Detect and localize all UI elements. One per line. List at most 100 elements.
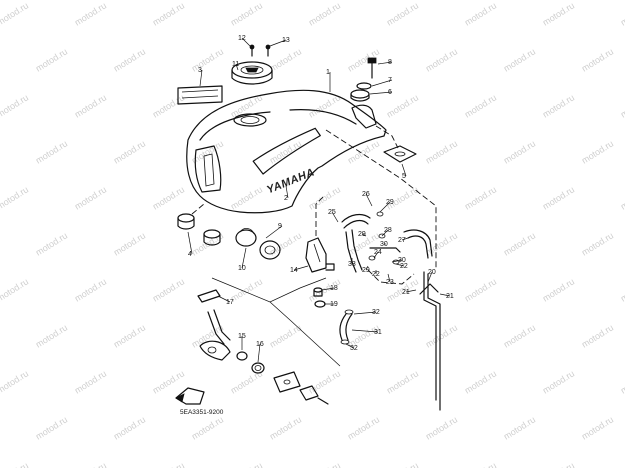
callout-label: 32 (350, 345, 358, 352)
callout-label: 31 (374, 329, 382, 336)
leader-line (377, 61, 393, 65)
watermark-text: motod.ru (34, 414, 69, 441)
watermark-text: motod.ru (151, 184, 186, 211)
watermark-text: motod.ru (190, 46, 225, 73)
watermark-text: motod.ru (502, 138, 537, 165)
vent-hose-assembly (341, 211, 433, 273)
watermark-text: motod.ru (73, 368, 108, 395)
watermark-text: motod.ru (151, 368, 186, 395)
badge-text: YAMAHA (265, 166, 316, 196)
watermark-text: motod.ru (151, 460, 186, 468)
front-damper-a (177, 213, 195, 230)
watermark-text: motod.ru (0, 368, 30, 395)
watermark-text: motod.ru (580, 138, 615, 165)
leader-line (345, 343, 355, 349)
callout-label: 29 (386, 199, 394, 206)
watermark-text: motod.ru (229, 276, 264, 303)
leader-line (371, 79, 393, 87)
watermark-text: motod.ru (502, 46, 537, 73)
watermark-text: motod.ru (229, 460, 264, 468)
leader-line (395, 263, 405, 267)
leader-line (365, 193, 373, 207)
callout-label: 30 (398, 257, 406, 264)
watermark-text: motod.ru (151, 92, 186, 119)
damper-6 (350, 89, 370, 102)
callout-label: 10 (238, 265, 246, 272)
watermark-text: motod.ru (0, 0, 30, 27)
figure-code: 5EA3351-9200 (180, 409, 224, 416)
watermark-text: motod.ru (34, 322, 69, 349)
callout-label: 21 (402, 289, 410, 296)
leader-line (401, 237, 409, 241)
watermark-text: motod.ru (541, 276, 576, 303)
watermark-text: motod.ru (580, 322, 615, 349)
leader-line (369, 91, 393, 95)
watermark-text: motod.ru (112, 414, 147, 441)
watermark-text: motod.ru (424, 46, 459, 73)
watermark-text: motod.ru (73, 0, 108, 27)
callout-label: 19 (330, 301, 338, 308)
watermark-text: motod.ru (112, 230, 147, 257)
bottom-bracket (273, 371, 329, 405)
watermark-text: motod.ru (151, 276, 186, 303)
leader-line (285, 185, 289, 199)
watermark-text: motod.ru (73, 460, 108, 468)
emblem-strip (177, 85, 223, 105)
watermark-text: motod.ru (385, 92, 420, 119)
watermark-text: motod.ru (580, 230, 615, 257)
leader-line (241, 247, 247, 269)
leader-line (331, 211, 339, 223)
watermark-text: motod.ru (541, 184, 576, 211)
watermark-text: motod.ru (619, 92, 625, 119)
leader-line (427, 271, 433, 283)
leader-line (199, 69, 203, 87)
watermark-text: motod.ru (229, 0, 264, 27)
watermark-text: motod.ru (307, 460, 342, 468)
callout-label: 6 (388, 89, 392, 96)
watermark-text: motod.ru (502, 322, 537, 349)
front-damper-b (203, 229, 221, 246)
watermark-text: motod.ru (541, 0, 576, 27)
watermark-text: motod.ru (34, 230, 69, 257)
watermark-text: motod.ru (541, 92, 576, 119)
callout-label: 21 (446, 293, 454, 300)
callout-label: 16 (256, 341, 264, 348)
callout-label: 28 (384, 227, 392, 234)
leader-line (391, 259, 403, 263)
watermark-text: motod.ru (0, 92, 30, 119)
callout-label: 18 (330, 285, 338, 292)
watermark-text: motod.ru (0, 460, 30, 468)
watermark-text: motod.ru (307, 368, 342, 395)
fuel-cap (231, 61, 273, 85)
watermark-text: motod.ru (424, 230, 459, 257)
watermark-text: motod.ru (0, 184, 30, 211)
watermark-text: motod.ru (73, 184, 108, 211)
callout-label: 26 (362, 191, 370, 198)
leader-line (405, 289, 417, 293)
watermark-text: motod.ru (307, 0, 342, 27)
watermark-text: motod.ru (268, 322, 303, 349)
washer-15 (236, 351, 248, 361)
leader-line (241, 37, 251, 47)
watermark-text: motod.ru (424, 414, 459, 441)
watermark-text: motod.ru (346, 414, 381, 441)
watermark-text: motod.ru (541, 368, 576, 395)
watermark-text: motod.ru (619, 460, 625, 468)
callout-label: 25 (328, 209, 336, 216)
washer-7 (356, 82, 372, 90)
watermark-text: motod.ru (619, 276, 625, 303)
callout-label: 24 (374, 249, 382, 256)
watermark-text: motod.ru (229, 184, 264, 211)
fuel-cock (305, 237, 335, 273)
watermark-text: motod.ru (463, 184, 498, 211)
callout-label: 9 (278, 223, 282, 230)
callout-label: 29 (358, 231, 366, 238)
callout-label: 2 (284, 195, 288, 202)
leader-line (321, 287, 335, 291)
leader-line (373, 251, 379, 259)
leader-line (351, 329, 379, 333)
callout-label: 33 (348, 261, 356, 268)
leader-line (265, 225, 283, 239)
watermark-text: motod.ru (463, 0, 498, 27)
